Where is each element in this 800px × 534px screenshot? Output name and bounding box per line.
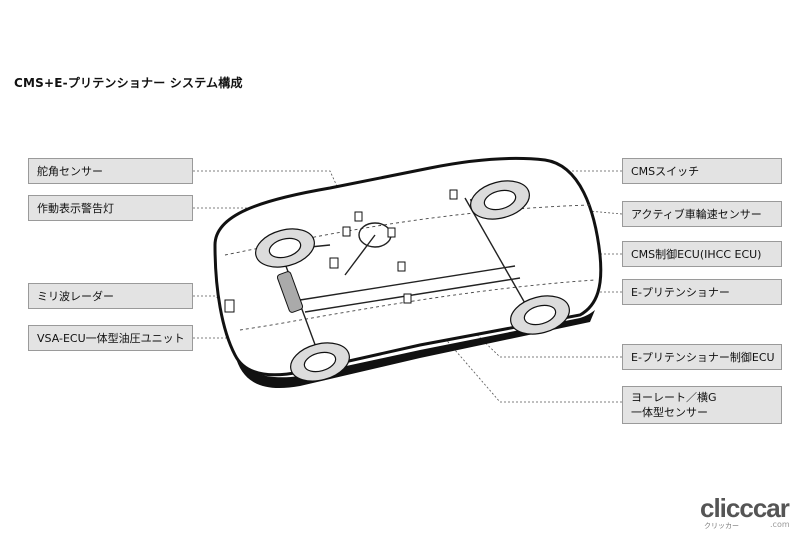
- leader-pretensioner-ecu: [404, 264, 622, 358]
- label-vsa-unit: VSA-ECU一体型油圧ユニット: [28, 325, 193, 351]
- cms-switch-box: [387, 227, 396, 238]
- label-millimeter-radar: ミリ波レーダー: [28, 283, 193, 309]
- label-wheel-speed-sensor: アクティブ車輪速センサー: [622, 201, 782, 227]
- pretensioner-box: [329, 257, 339, 269]
- label-cms-switch: CMSスイッチ: [622, 158, 782, 184]
- label-pretensioner: E-プリテンショナー: [622, 279, 782, 305]
- cms-ecu-box: [397, 261, 406, 272]
- label-pretensioner-ecu: E-プリテンショナー制御ECU: [622, 344, 782, 370]
- label-warning-lamp: 作動表示警告灯: [28, 195, 193, 221]
- watermark-com: .com: [770, 520, 790, 529]
- wheel-speed-box: [449, 189, 458, 200]
- watermark-sub: クリッカー: [704, 522, 739, 530]
- label-cms-ecu: CMS制御ECU(IHCC ECU): [622, 241, 782, 267]
- watermark-logo: clicccar: [700, 493, 790, 523]
- wheel-front-right: [470, 180, 530, 220]
- vsa-unit: [276, 271, 304, 313]
- wheel-rear-right: [510, 295, 570, 335]
- warning-lamp-box: [354, 211, 363, 222]
- label-steering-angle-sensor: 舵角センサー: [28, 158, 193, 184]
- wheel-front-left: [255, 228, 315, 268]
- label-yaw-rate-line1: ヨーレート／横G: [631, 391, 717, 404]
- label-yaw-rate-sensor: ヨーレート／横G 一体型センサー: [622, 386, 782, 424]
- steering-sensor-box: [342, 226, 351, 237]
- diagram-title: CMS+E-プリテンショナー システム構成: [14, 76, 243, 90]
- wheel-rear-left: [290, 342, 350, 382]
- yaw-sensor-box: [403, 293, 412, 304]
- radar: [224, 299, 235, 313]
- label-yaw-rate-line2: 一体型センサー: [631, 406, 708, 419]
